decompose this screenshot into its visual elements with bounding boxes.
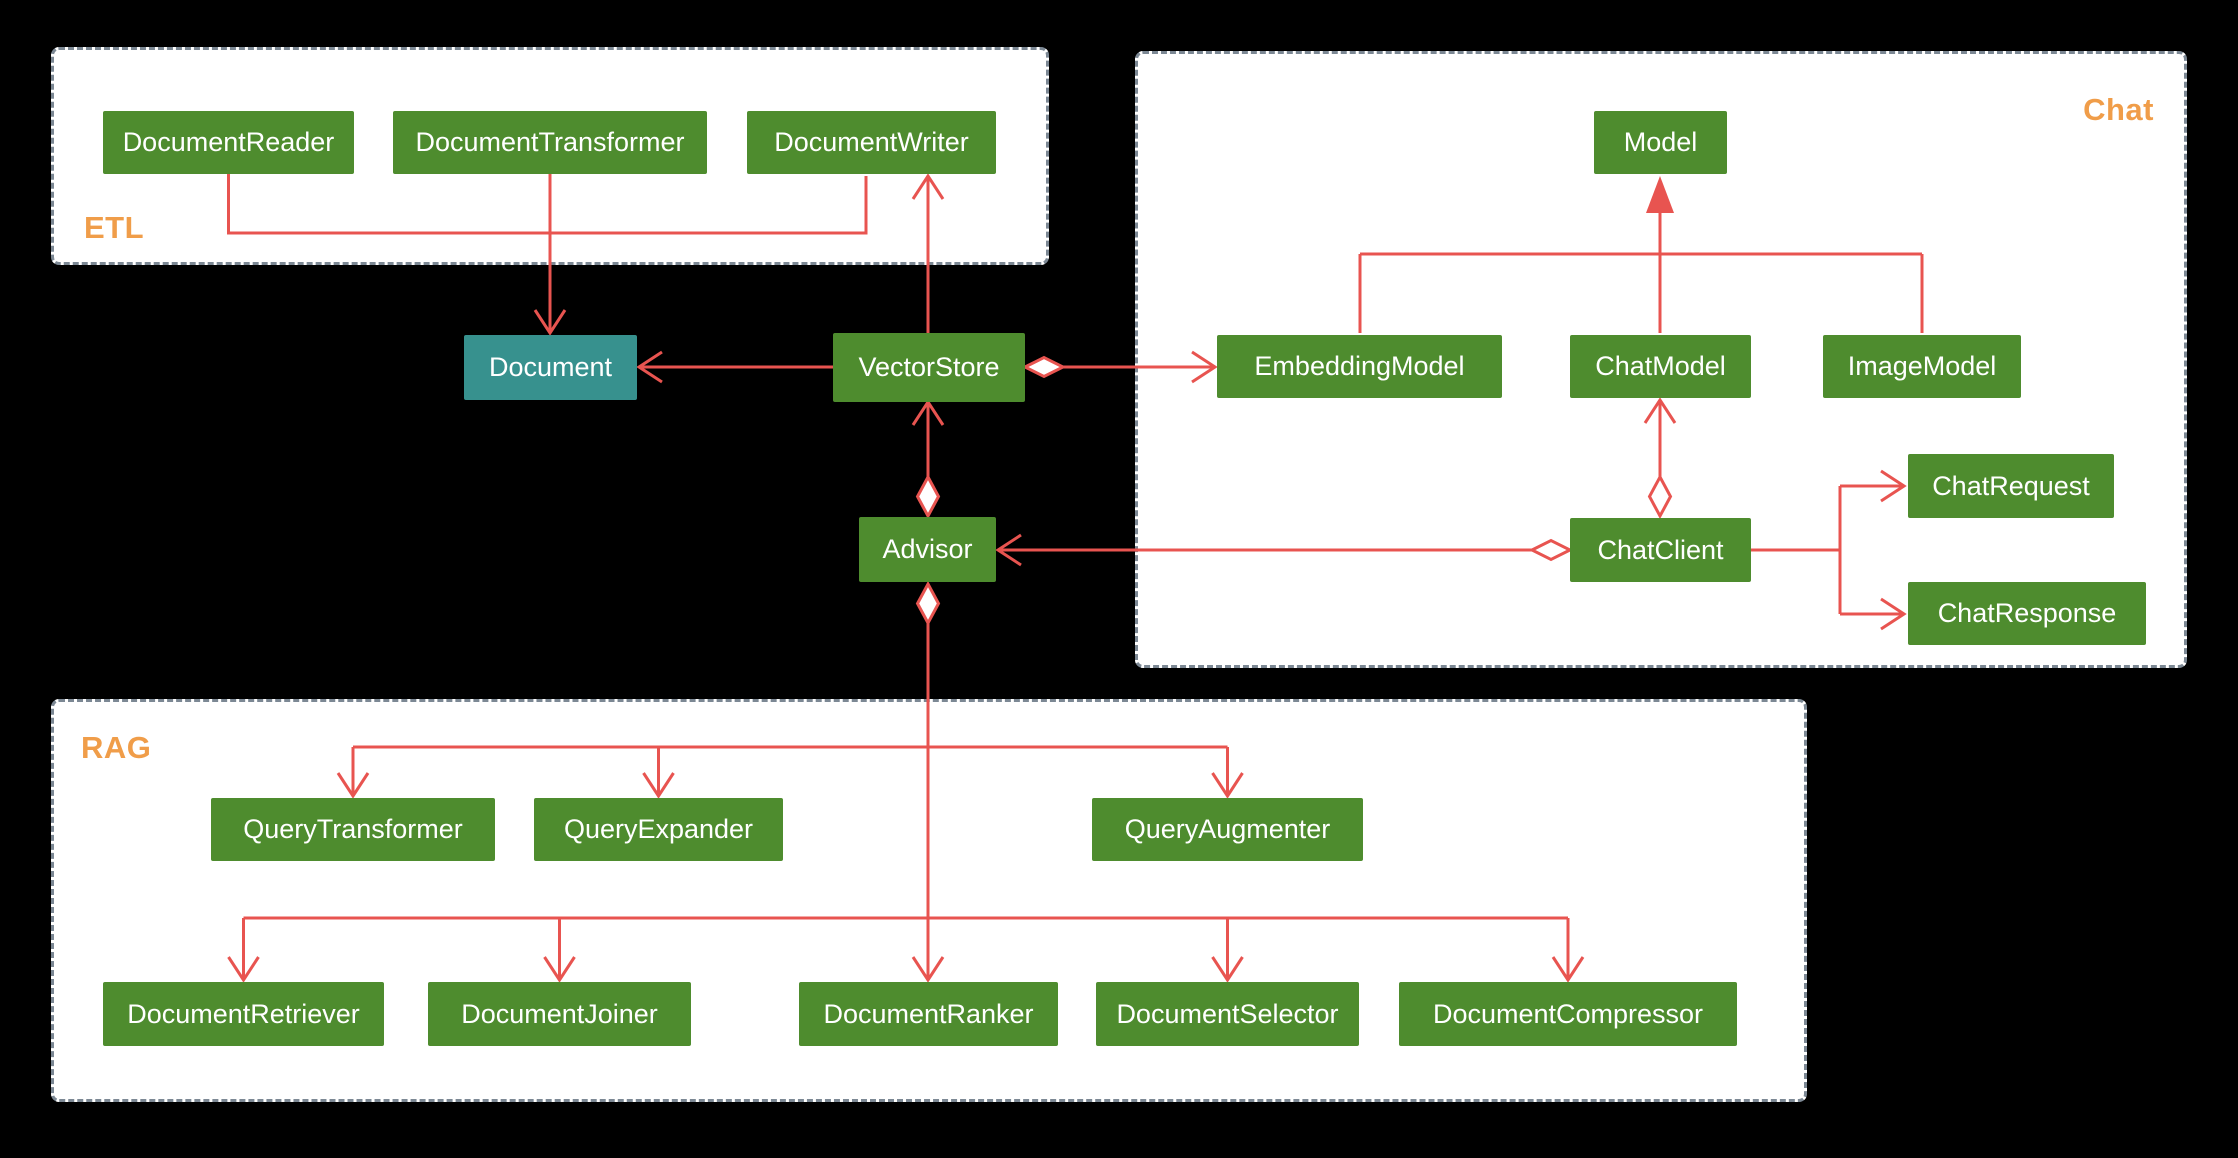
aggregation-diamond-icon [915,473,941,520]
aggregation-diamond-icon [915,580,941,627]
node-model: Model [1594,111,1727,174]
node-embedding-model: EmbeddingModel [1217,335,1502,398]
node-document-writer: DocumentWriter [747,111,996,174]
node-document-transformer: DocumentTransformer [393,111,707,174]
node-vector-store: VectorStore [833,333,1025,402]
node-document-retriever: DocumentRetriever [103,982,384,1046]
node-document-selector: DocumentSelector [1096,982,1359,1046]
edge-advisor-vectorstore [911,399,945,520]
node-document: Document [464,335,637,400]
aggregation-diamond-icon [1021,355,1067,379]
node-document-joiner: DocumentJoiner [428,982,691,1046]
node-chat-request: ChatRequest [1908,454,2114,518]
node-query-expander: QueryExpander [534,798,783,861]
group-etl-label: ETL [84,210,145,245]
group-chat-label: Chat [2083,92,2154,127]
group-rag-label: RAG [81,730,152,765]
node-query-augmenter: QueryAugmenter [1092,798,1363,861]
node-query-transformer: QueryTransformer [211,798,495,861]
node-advisor: Advisor [859,517,996,582]
node-document-ranker: DocumentRanker [799,982,1058,1046]
node-document-reader: DocumentReader [103,111,354,174]
open-arrowhead-icon [636,350,663,384]
node-chat-response: ChatResponse [1908,582,2146,645]
node-document-compressor: DocumentCompressor [1399,982,1737,1046]
node-chat-model: ChatModel [1570,335,1751,398]
node-image-model: ImageModel [1823,335,2021,398]
node-chat-client: ChatClient [1570,518,1751,582]
open-arrowhead-icon [995,533,1022,567]
open-arrowhead-icon [533,309,567,336]
open-arrowhead-icon [911,399,945,426]
edge-vectorstore-document [636,350,833,384]
